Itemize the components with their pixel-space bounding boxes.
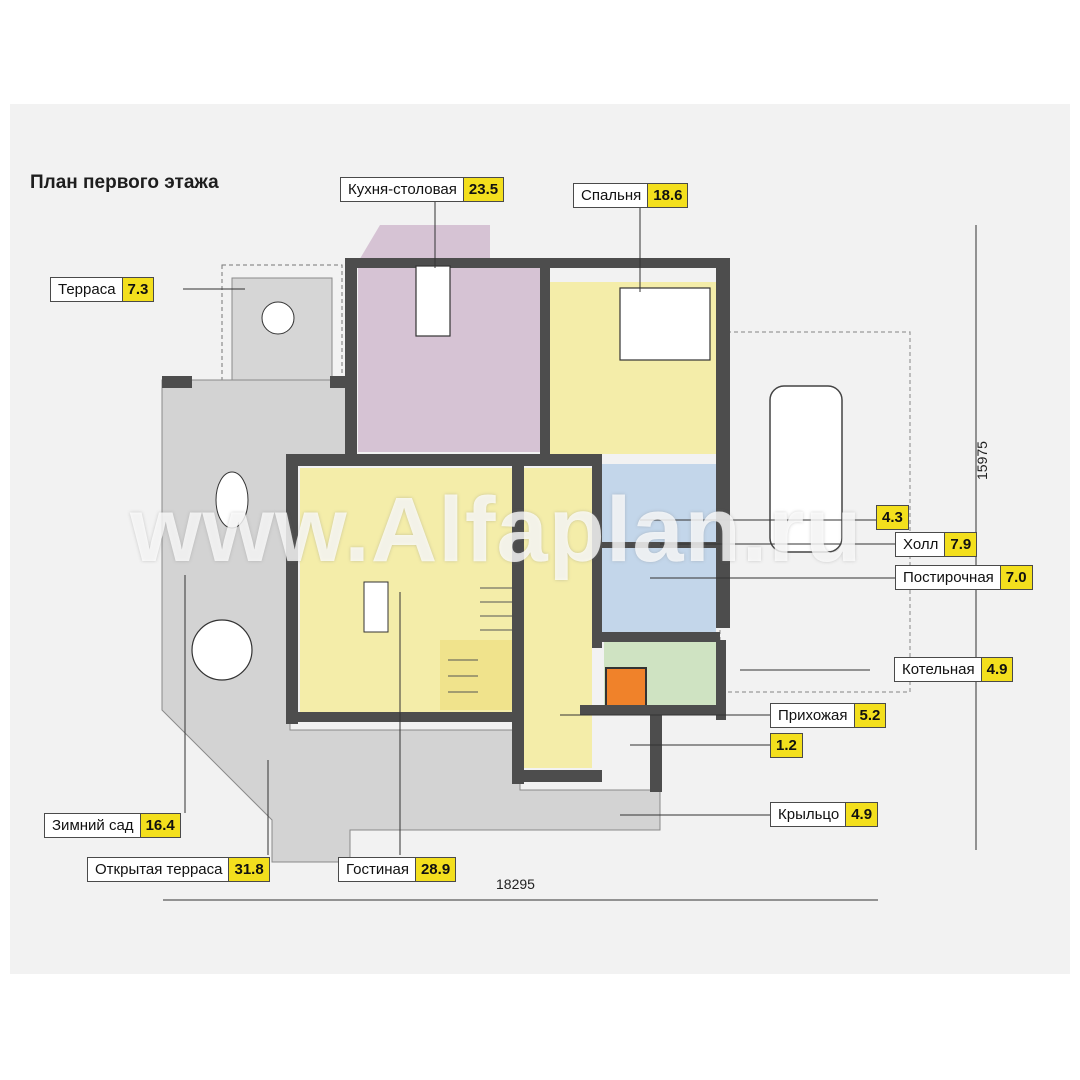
dimension-depth: 15975 bbox=[974, 441, 990, 480]
winter-garden-table bbox=[215, 471, 249, 529]
label-open-terrace: Открытая терраса 31.8 bbox=[87, 857, 270, 882]
label-laundry: Постирочная 7.0 bbox=[895, 565, 1033, 590]
dining-table bbox=[415, 265, 451, 337]
label-terrace-name: Терраса bbox=[58, 281, 116, 298]
hall-floor bbox=[520, 468, 592, 768]
label-porch-area: 4.9 bbox=[845, 803, 878, 826]
label-entrance-name: Прихожая bbox=[778, 707, 848, 724]
label-hall: Холл 7.9 bbox=[895, 532, 978, 557]
label-boiler-area: 4.9 bbox=[980, 658, 1013, 681]
bed bbox=[619, 287, 711, 361]
stair-floor bbox=[440, 640, 520, 710]
label-bedroom-name: Спальня bbox=[581, 187, 642, 204]
label-winter-garden-area: 16.4 bbox=[139, 814, 180, 837]
bath-floor bbox=[598, 464, 716, 542]
label-bedroom-area: 18.6 bbox=[647, 184, 688, 207]
label-entrance-area: 5.2 bbox=[853, 704, 886, 727]
dimension-width: 18295 bbox=[496, 876, 535, 892]
label-boiler: Котельная 4.9 bbox=[894, 657, 1014, 682]
label-open-terrace-name: Открытая терраса bbox=[95, 861, 223, 878]
label-hall-area: 7.9 bbox=[944, 533, 977, 556]
label-kitchen: Кухня-столовая 23.5 bbox=[340, 177, 505, 202]
label-entrance: Прихожая 5.2 bbox=[770, 703, 887, 728]
coffee-table bbox=[363, 581, 389, 633]
plan-title: План первого этажа bbox=[30, 172, 219, 193]
terrace-outline bbox=[221, 264, 343, 386]
label-living-name: Гостиная bbox=[346, 861, 409, 878]
label-closet: 1.2 bbox=[770, 733, 803, 758]
label-porch: Крыльцо 4.9 bbox=[770, 802, 879, 827]
label-living: Гостиная 28.9 bbox=[338, 857, 457, 882]
laundry-floor bbox=[598, 546, 716, 634]
car bbox=[769, 385, 843, 553]
kitchen-bay-floor bbox=[358, 225, 490, 262]
label-winter-garden-name: Зимний сад bbox=[52, 817, 134, 834]
label-boiler-name: Котельная bbox=[902, 661, 975, 678]
walls bbox=[162, 258, 730, 792]
label-hall-name: Холл bbox=[903, 536, 939, 553]
label-kitchen-area: 23.5 bbox=[462, 178, 504, 201]
boiler-unit bbox=[605, 667, 647, 709]
label-closet-area: 1.2 bbox=[770, 733, 803, 758]
label-terrace-area: 7.3 bbox=[121, 278, 154, 301]
label-bedroom: Спальня 18.6 bbox=[573, 183, 689, 208]
watermark: www.Alfaplan.ru bbox=[130, 479, 863, 581]
label-kitchen-name: Кухня-столовая bbox=[348, 181, 457, 198]
round-table bbox=[191, 619, 253, 681]
label-bath-area: 4.3 bbox=[876, 505, 909, 530]
terrace-table bbox=[261, 301, 295, 335]
label-porch-name: Крыльцо bbox=[778, 806, 840, 823]
label-open-terrace-area: 31.8 bbox=[228, 858, 269, 881]
label-winter-garden: Зимний сад 16.4 bbox=[44, 813, 181, 838]
label-laundry-name: Постирочная bbox=[903, 569, 994, 586]
label-terrace: Терраса 7.3 bbox=[50, 277, 155, 302]
stairs bbox=[448, 587, 512, 693]
label-bath: 4.3 bbox=[876, 505, 909, 530]
label-living-area: 28.9 bbox=[414, 858, 456, 881]
label-laundry-area: 7.0 bbox=[999, 566, 1032, 589]
